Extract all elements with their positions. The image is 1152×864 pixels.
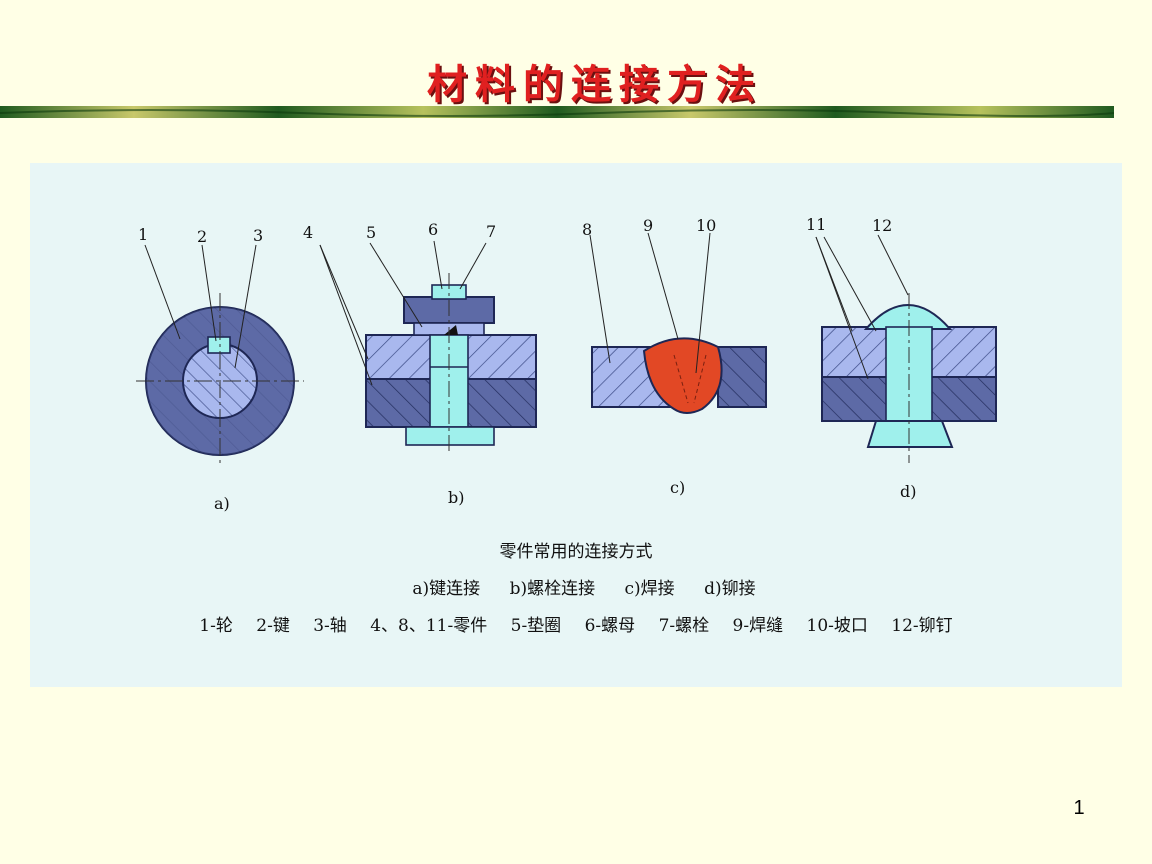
callout-9: 9 bbox=[643, 216, 653, 235]
weld-seam bbox=[642, 337, 723, 414]
part-legend-4: 4、8、11-零件 bbox=[370, 616, 488, 636]
part-legend-10: 12-铆钉 bbox=[891, 616, 953, 636]
type-weld: c)焊接 bbox=[624, 579, 675, 599]
rivet-head-top bbox=[863, 304, 953, 330]
part-legend-1: 1-轮 bbox=[199, 616, 233, 636]
caption-types: a)键连接 b)螺栓连接 c)焊接 d)铆接 bbox=[38, 574, 1130, 599]
type-key: a)键连接 bbox=[412, 579, 481, 599]
part-legend-7: 7-螺栓 bbox=[658, 616, 710, 636]
decorative-band bbox=[0, 106, 1114, 118]
part-legend-2: 2-键 bbox=[256, 616, 290, 636]
caption-title: 零件常用的连接方式 bbox=[499, 542, 653, 562]
bolt-head bbox=[405, 426, 495, 446]
callout-2: 2 bbox=[197, 227, 207, 246]
type-rivet: d)铆接 bbox=[704, 579, 756, 599]
slide-title: 材料的连接方法 bbox=[427, 61, 763, 108]
callout-8: 8 bbox=[582, 220, 592, 239]
page-number: 1 bbox=[1073, 797, 1085, 819]
callout-12: 12 bbox=[872, 216, 892, 235]
riveting-figure bbox=[815, 234, 997, 463]
callout-6: 6 bbox=[428, 220, 438, 239]
sublabel-c: c) bbox=[670, 478, 685, 497]
type-bolt: b)螺栓连接 bbox=[509, 579, 596, 599]
welding-figure bbox=[589, 232, 767, 414]
key bbox=[207, 336, 231, 354]
callout-5: 5 bbox=[366, 223, 376, 242]
callout-3: 3 bbox=[253, 226, 263, 245]
callout-4: 4 bbox=[303, 223, 313, 242]
part-legend-8: 9-焊缝 bbox=[732, 616, 784, 636]
bolt-connection-figure bbox=[319, 240, 537, 455]
rivet-head-bottom bbox=[866, 420, 954, 448]
callout-7: 7 bbox=[486, 222, 496, 241]
sublabel-d: d) bbox=[900, 482, 916, 501]
weld-part-right-body bbox=[717, 346, 767, 408]
key-connection-figure bbox=[136, 244, 304, 463]
diagram-panel: 1 2 3 4 5 6 7 8 9 10 11 12 a) b) c) d) 零… bbox=[30, 163, 1122, 687]
sublabel-a: a) bbox=[214, 494, 230, 513]
caption-parts: 1-轮 2-键 3-轴 4、8、11-零件 5-垫圈 6-螺母 7-螺栓 9-焊… bbox=[30, 611, 1122, 636]
callout-10: 10 bbox=[696, 216, 716, 235]
callout-1: 1 bbox=[138, 225, 148, 244]
part-legend-3: 3-轴 bbox=[313, 616, 347, 636]
callout-11: 11 bbox=[806, 215, 826, 234]
part-legend-9: 10-坡口 bbox=[806, 616, 868, 636]
connection-diagram: 1 2 3 4 5 6 7 8 9 10 11 12 a) b) c) d) bbox=[136, 215, 997, 513]
part-legend-5: 5-垫圈 bbox=[510, 616, 562, 636]
part-legend-6: 6-螺母 bbox=[584, 616, 636, 636]
sublabel-b: b) bbox=[448, 488, 464, 507]
